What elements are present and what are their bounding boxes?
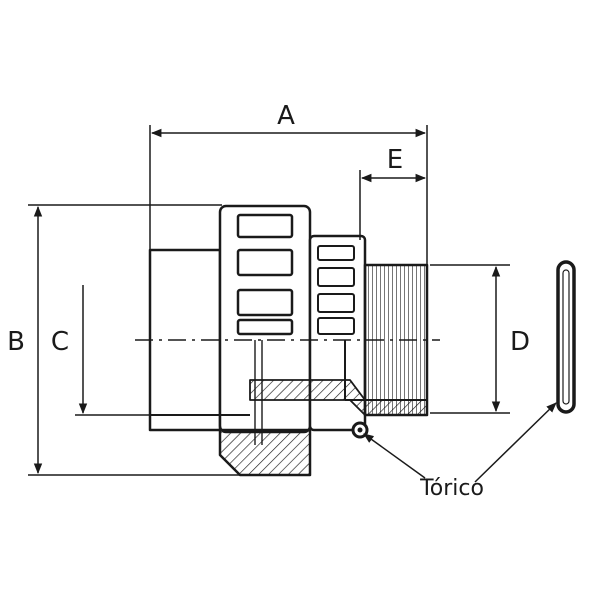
o-ring-detail-inner [562,269,570,405]
o-ring-section-core [357,427,363,433]
nut-grip-slots [236,213,294,336]
label-a: A [277,101,295,131]
label-b: B [7,327,25,357]
label-e: E [387,145,403,175]
label-d: D [510,327,530,357]
fitting-body [148,204,429,477]
inner-bore [150,340,427,416]
label-c: C [51,327,69,357]
centre-line [135,339,440,445]
o-ring-leader-detail [474,402,557,483]
nut-lower-section [218,428,312,477]
body-grip-slots [317,245,355,335]
label-o-ring: Tórico [419,476,484,501]
dimension-lines [28,125,557,483]
o-ring-leader-section [363,433,426,479]
